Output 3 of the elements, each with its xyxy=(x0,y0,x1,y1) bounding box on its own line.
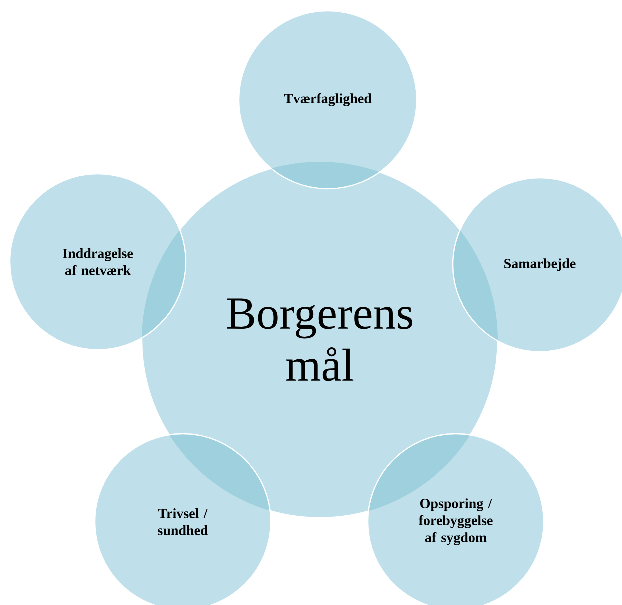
node-label: Tværfaglighed xyxy=(284,94,372,106)
node-label: Inddragelse af netværk xyxy=(63,248,134,276)
node-label: Samarbejde xyxy=(504,258,576,272)
